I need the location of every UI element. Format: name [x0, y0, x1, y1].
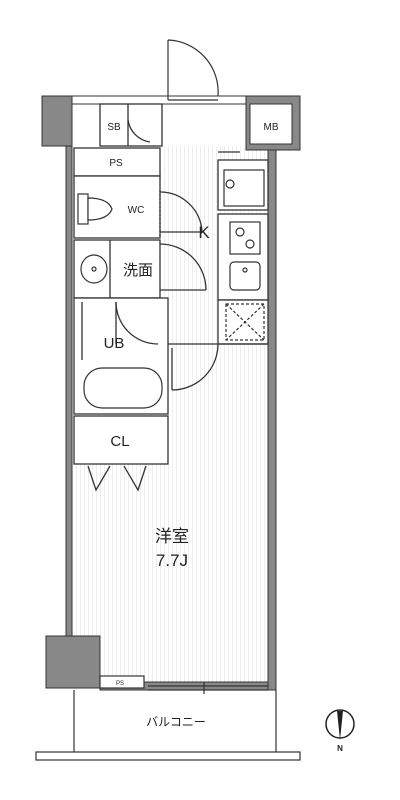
room-label-bedroom-size: 7.7J	[156, 551, 188, 570]
room-label-kitchen: K	[198, 223, 210, 242]
room-label-cl: CL	[110, 433, 129, 450]
sink-icon	[229, 261, 261, 291]
balcony-sash	[99, 675, 268, 694]
balcony	[35, 690, 301, 761]
room-label-ub: UB	[104, 335, 125, 352]
floor-hatching-lower	[72, 464, 268, 682]
room-label-ps-bottom: PS	[116, 681, 124, 687]
washbasin-icon	[80, 254, 108, 284]
room-label-balcony: バルコニー	[146, 715, 206, 729]
refrigerator-icon	[223, 169, 265, 207]
stove-icon	[229, 221, 261, 255]
entrance-door	[167, 39, 219, 101]
washing-machine-space-icon	[225, 303, 265, 341]
north-arrow-icon	[325, 709, 355, 740]
compass-label: N	[337, 744, 343, 753]
room-label-wc: WC	[128, 205, 145, 216]
bathtub-icon	[83, 367, 163, 409]
room-label-mb: MB	[264, 122, 279, 133]
room-label-ps-top: PS	[109, 158, 123, 169]
toilet-icon	[77, 193, 113, 225]
room-label-bedroom: 洋室	[155, 527, 189, 546]
room-label-sb: SB	[107, 122, 121, 133]
exterior-walls	[41, 95, 301, 691]
mb-box	[249, 103, 293, 145]
room-label-washroom: 洗面	[123, 262, 153, 279]
